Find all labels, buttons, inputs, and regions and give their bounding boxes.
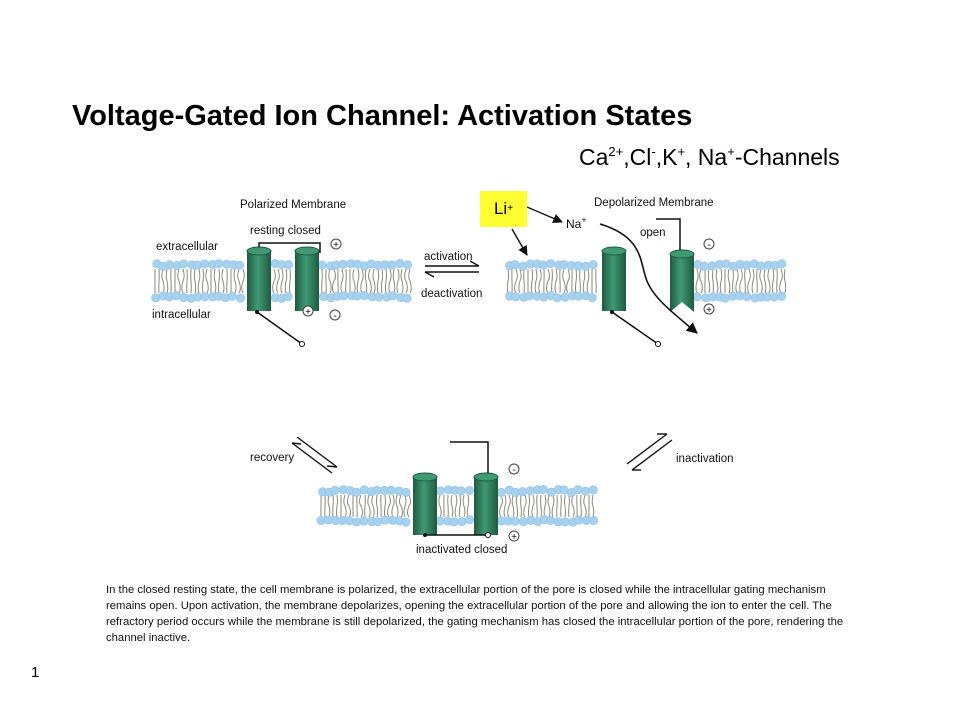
extracellular-label: extracellular xyxy=(156,241,218,253)
intracellular-label: intracellular xyxy=(152,309,211,321)
inactivated-closed-label: inactivated closed xyxy=(416,544,507,556)
inactivation-arrows xyxy=(626,433,673,471)
channel-subunit-right xyxy=(295,251,319,311)
depolarized-membrane-label: Depolarized Membrane xyxy=(594,197,714,209)
membrane-segment xyxy=(151,259,246,303)
channel-subunit-left xyxy=(247,251,271,311)
plus-sign: + xyxy=(333,240,339,251)
resting-closed-label: resting closed xyxy=(250,225,321,237)
recovery-label: recovery xyxy=(250,452,294,464)
inactivated-closed-channel xyxy=(412,441,499,538)
plus-sign: + xyxy=(511,532,517,543)
membrane-segment xyxy=(692,259,787,303)
deactivation-label: deactivation xyxy=(421,288,482,300)
channel-subunit-left-top xyxy=(246,246,272,256)
na-ion-label: Na+ xyxy=(566,215,587,231)
slide-title: Voltage-Gated Ion Channel: Activation St… xyxy=(72,100,693,132)
plus-sign: + xyxy=(706,305,712,316)
membrane-segment xyxy=(496,485,599,527)
inactivation-label: inactivation xyxy=(676,453,734,465)
minus-sign: - xyxy=(512,465,515,476)
na-ion-path-arrow xyxy=(599,223,698,334)
recovery-arrows xyxy=(291,436,338,474)
li-arrow-to-na xyxy=(526,206,563,224)
membrane-segment xyxy=(317,259,413,303)
activation-equilibrium-arrows xyxy=(424,260,480,278)
minus-sign: - xyxy=(333,311,336,322)
membrane-segment xyxy=(316,485,411,527)
lithium-ion-highlight: Li+ xyxy=(480,191,527,227)
charge-symbols: + + - - + - + xyxy=(302,238,715,543)
inactivation-tether xyxy=(256,311,303,345)
resting-closed-channel xyxy=(246,242,321,347)
closed-gate-line xyxy=(258,242,321,253)
lipid-bilayers xyxy=(151,259,787,527)
polarized-membrane-label: Polarized Membrane xyxy=(240,199,346,211)
plus-sign: + xyxy=(305,307,311,318)
activation-label: activation xyxy=(424,251,473,263)
channel-types-subtitle: Ca2+,Cl-,K+, Na+-Channels xyxy=(579,144,840,170)
page-number: 1 xyxy=(31,664,40,681)
channel-subunit-right-top xyxy=(294,246,320,256)
membrane-segment xyxy=(505,259,598,303)
membrane-segment xyxy=(435,485,475,527)
open-channel xyxy=(599,218,698,347)
li-arrow-to-channel xyxy=(511,228,528,256)
figure-caption: In the closed resting state, the cell me… xyxy=(106,584,844,644)
li-label: Li xyxy=(493,199,508,218)
minus-sign: - xyxy=(707,240,710,251)
open-label: open xyxy=(640,227,666,239)
open-gate-line xyxy=(656,218,681,250)
membrane-segment xyxy=(270,259,293,303)
